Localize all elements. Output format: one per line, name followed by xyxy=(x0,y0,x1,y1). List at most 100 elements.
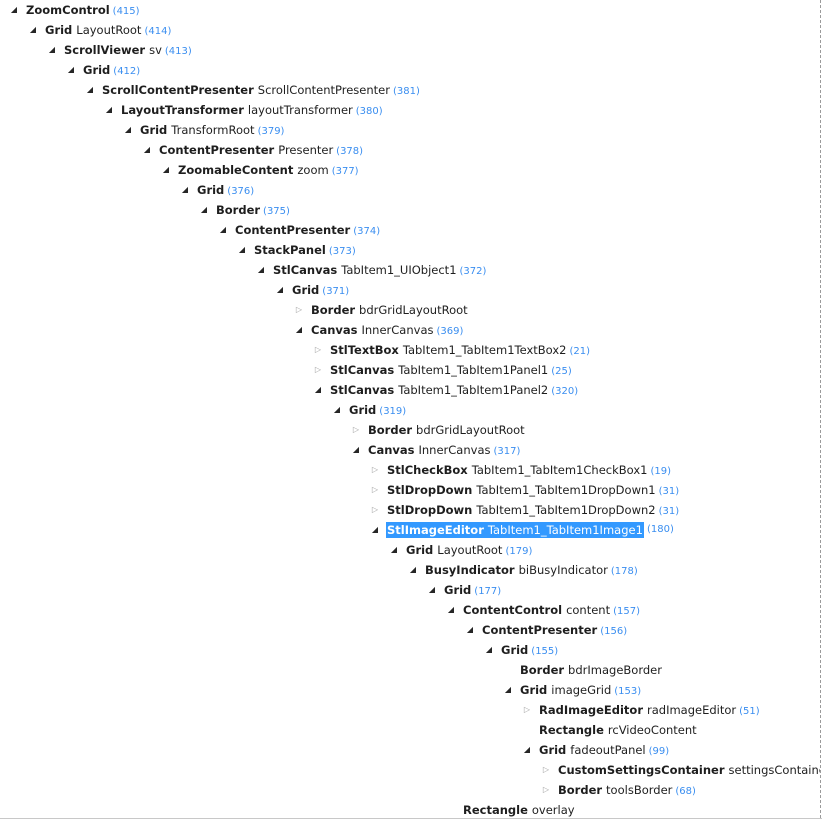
tree-node[interactable]: ◢ Grid(177) xyxy=(0,580,820,600)
expanded-arrow-icon[interactable]: ◢ xyxy=(428,585,436,594)
expanded-arrow-icon[interactable]: ◢ xyxy=(29,25,37,34)
expanded-arrow-icon[interactable]: ◢ xyxy=(523,745,531,754)
expanded-arrow-icon[interactable]: ◢ xyxy=(371,525,379,534)
collapsed-arrow-icon[interactable]: ▷ xyxy=(314,345,322,354)
tree-node[interactable]: ◢ Grid(376) xyxy=(0,180,820,200)
expanded-arrow-icon[interactable]: ◢ xyxy=(181,185,189,194)
expanded-arrow-icon[interactable]: ◢ xyxy=(105,105,113,114)
expanded-arrow-icon[interactable]: ◢ xyxy=(257,265,265,274)
expanded-arrow-icon[interactable]: ◢ xyxy=(276,285,284,294)
tree-node[interactable]: ◢ Grid(155) xyxy=(0,640,820,660)
node-label[interactable]: Grid(412) xyxy=(82,62,141,78)
expanded-arrow-icon[interactable]: ◢ xyxy=(504,685,512,694)
expanded-arrow-icon[interactable]: ◢ xyxy=(314,385,322,394)
expanded-arrow-icon[interactable]: ◢ xyxy=(143,145,151,154)
node-label[interactable]: Grid(371) xyxy=(291,282,350,298)
tree-node[interactable]: ◢ ZoomControl(415) xyxy=(0,0,820,20)
tree-node[interactable]: ▷ CustomSettingsContainersettingsContaine… xyxy=(0,760,820,780)
expanded-arrow-icon[interactable]: ◢ xyxy=(485,645,493,654)
expanded-arrow-icon[interactable]: ◢ xyxy=(352,445,360,454)
expanded-arrow-icon[interactable]: ◢ xyxy=(124,125,132,134)
collapsed-arrow-icon[interactable]: ▷ xyxy=(314,365,322,374)
node-label[interactable]: Grid(376) xyxy=(196,182,255,198)
expanded-arrow-icon[interactable]: ◢ xyxy=(48,45,56,54)
tree-node[interactable]: ◢ Border(375) xyxy=(0,200,820,220)
expanded-arrow-icon[interactable]: ◢ xyxy=(10,5,18,14)
node-label[interactable]: Grid(155) xyxy=(500,642,559,658)
node-label[interactable]: StackPanel(373) xyxy=(253,242,357,258)
expanded-arrow-icon[interactable]: ◢ xyxy=(409,565,417,574)
expanded-arrow-icon[interactable]: ◢ xyxy=(219,225,227,234)
collapsed-arrow-icon[interactable]: ▷ xyxy=(352,425,360,434)
node-label[interactable]: ZoomControl(415) xyxy=(25,2,141,18)
collapsed-arrow-icon[interactable]: ▷ xyxy=(542,785,550,794)
expanded-arrow-icon[interactable]: ◢ xyxy=(333,405,341,414)
expanded-arrow-icon[interactable]: ◢ xyxy=(200,205,208,214)
node-label[interactable]: CustomSettingsContainersettingsContainer xyxy=(557,762,820,778)
collapsed-arrow-icon[interactable]: ▷ xyxy=(371,485,379,494)
expanded-arrow-icon[interactable]: ◢ xyxy=(390,545,398,554)
node-label[interactable]: ContentPresenter(156) xyxy=(481,622,628,638)
collapsed-arrow-icon[interactable]: ▷ xyxy=(371,465,379,474)
collapsed-arrow-icon[interactable]: ▷ xyxy=(523,705,531,714)
collapsed-arrow-icon[interactable]: ▷ xyxy=(542,765,550,774)
node-label[interactable]: Grid(177) xyxy=(443,582,502,598)
node-label[interactable]: ContentPresenter(374) xyxy=(234,222,381,238)
expanded-arrow-icon[interactable]: ◢ xyxy=(466,625,474,634)
tree-node[interactable]: ◢Grid(319) xyxy=(0,400,820,420)
expanded-arrow-icon[interactable]: ◢ xyxy=(67,65,75,74)
node-label[interactable]: Border(375) xyxy=(215,202,291,218)
expanded-arrow-icon[interactable]: ◢ xyxy=(295,325,303,334)
collapsed-arrow-icon[interactable]: ▷ xyxy=(295,305,303,314)
